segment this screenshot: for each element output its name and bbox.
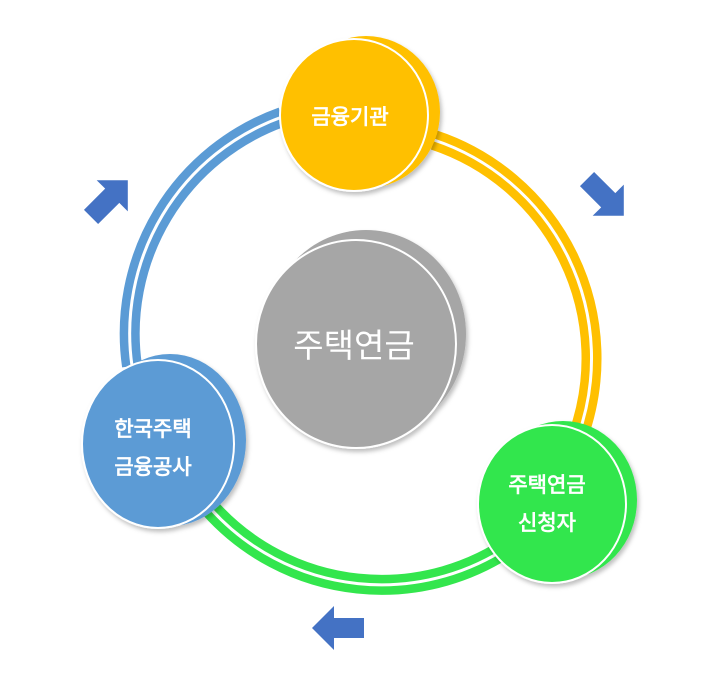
- node-applicant-label-line1: 주택연금: [508, 473, 585, 497]
- ring-arc-top-right: [430, 130, 602, 440]
- node-hf-corporation-label-line2: 금융공사: [114, 455, 192, 479]
- node-financial-institution: [279, 36, 440, 192]
- node-hf-corporation: [81, 354, 246, 529]
- node-applicant: [477, 421, 637, 584]
- center-label: 주택연금: [293, 326, 414, 365]
- ring-arc-bottom: [202, 501, 524, 595]
- arrow-top-left-icon: [83, 180, 128, 225]
- ring-arc-left: [119, 107, 286, 368]
- node-hf-corporation-label-line1: 한국주택: [114, 417, 191, 441]
- arrow-bottom-icon: [312, 606, 364, 650]
- node-financial-institution-label: 금융기관: [311, 105, 388, 129]
- center-node: [255, 230, 466, 449]
- node-applicant-label-line2: 신청자: [518, 511, 577, 535]
- arrow-top-right-icon: [579, 171, 624, 216]
